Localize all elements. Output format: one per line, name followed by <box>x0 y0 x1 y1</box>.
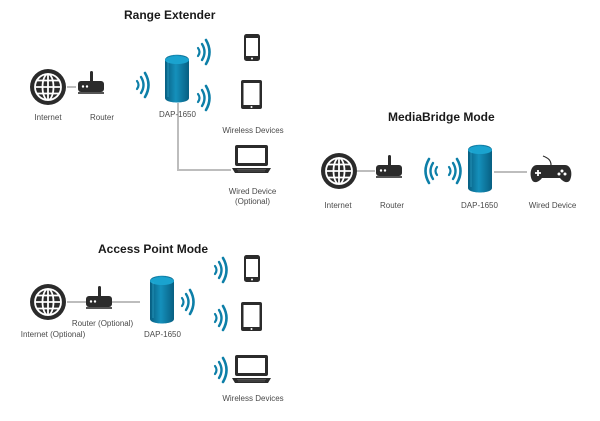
wifi-waves-icon <box>196 38 211 66</box>
link-dap-wired <box>177 103 231 171</box>
laptop-icon <box>231 144 272 174</box>
wifi-waves-icon <box>424 157 439 185</box>
wifi-waves-icon <box>196 84 211 112</box>
wifi-waves-icon <box>135 71 150 99</box>
mediabridge-section <box>320 144 573 193</box>
wifi-waves-icon <box>447 157 462 185</box>
dap-label: DAP-1650 <box>159 110 196 119</box>
internet-label: Internet <box>34 113 62 122</box>
wifi-waves-icon <box>213 256 228 284</box>
router-label: Router <box>379 201 404 210</box>
range-extender-section <box>29 34 272 174</box>
access-point-section <box>29 255 272 384</box>
internet-globe-icon <box>320 152 358 190</box>
laptop-icon <box>231 354 272 384</box>
router-icon <box>86 286 112 309</box>
wifi-waves-icon <box>213 356 228 384</box>
wired-device-label: Wired Device (Optional) <box>228 187 277 206</box>
wifi-waves-icon <box>180 288 195 316</box>
internet-label: Internet <box>324 201 352 210</box>
gamepad-icon <box>529 155 573 184</box>
wireless-devices-label: Wireless Devices <box>222 126 284 135</box>
access-point-title: Access Point Mode <box>98 242 209 256</box>
internet-globe-icon <box>29 68 67 106</box>
wifi-waves-icon <box>213 304 228 332</box>
router-icon <box>376 155 402 178</box>
mediabridge-title: MediaBridge Mode <box>388 110 495 124</box>
router-label: Router (Optional) <box>71 319 134 328</box>
internet-globe-icon <box>29 283 67 321</box>
dap-label: DAP-1650 <box>461 201 498 210</box>
wireless-devices-label: Wireless Devices <box>222 394 284 403</box>
router-icon <box>78 71 104 94</box>
dap-1650-icon <box>467 144 493 193</box>
wired-device-label: Wired Device <box>528 201 577 210</box>
phone-icon <box>244 34 260 61</box>
router-label: Router <box>89 113 114 122</box>
dap-1650-icon <box>149 275 175 324</box>
internet-label: Internet (Optional) <box>20 330 86 339</box>
dap-label: DAP-1650 <box>144 330 181 339</box>
range-extender-title: Range Extender <box>124 8 216 22</box>
tablet-icon <box>241 80 262 109</box>
phone-icon <box>244 255 260 282</box>
dap-1650-icon <box>164 54 190 103</box>
tablet-icon <box>241 302 262 331</box>
